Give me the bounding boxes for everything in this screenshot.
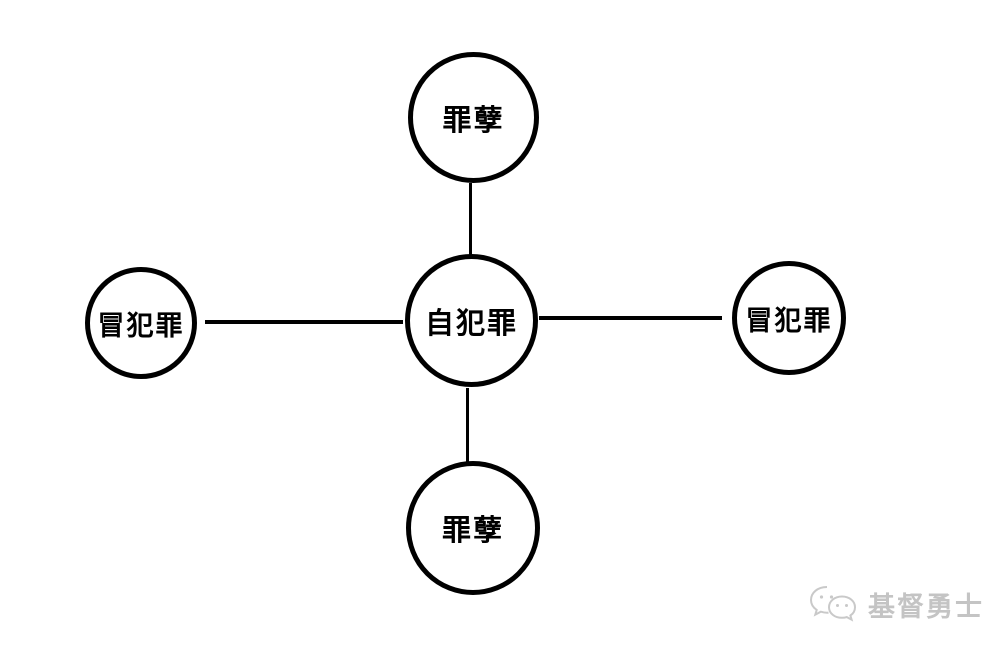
node-right-label: 冒犯罪 (745, 305, 833, 336)
node-bottom: 罪孽 (406, 461, 540, 595)
node-top-label: 罪孽 (442, 104, 505, 137)
edge-center-bottom (466, 388, 469, 463)
wechat-icon (809, 586, 857, 622)
node-right: 冒犯罪 (732, 261, 846, 375)
node-center-label: 自犯罪 (424, 307, 518, 340)
watermark-brand-label: 基督勇士 (868, 591, 984, 622)
edge-center-right (539, 316, 722, 320)
edge-left-center (205, 320, 403, 324)
node-left-label: 冒犯罪 (97, 310, 185, 341)
node-bottom-label: 罪孽 (441, 515, 504, 547)
watermark: 基督勇士 (808, 584, 984, 624)
edge-top-center (469, 183, 472, 255)
node-left: 冒犯罪 (85, 267, 197, 379)
node-top: 罪孽 (408, 52, 539, 183)
node-center: 自犯罪 (405, 254, 538, 387)
